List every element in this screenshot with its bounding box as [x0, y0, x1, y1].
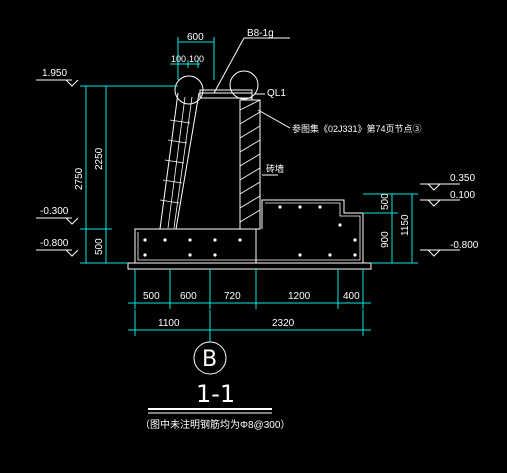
elev-right-bot: -0.800 [450, 240, 479, 251]
dim-top-width: 600 [187, 32, 204, 43]
right-dims: 500 900 1150 [363, 193, 418, 264]
dim-left-outer: 2750 [74, 167, 85, 190]
dim-bottom-1: 500 [143, 291, 160, 302]
left-dims: 2750 2250 500 [74, 85, 178, 264]
dim-bottom-2: 600 [180, 291, 197, 302]
foundation [127, 199, 372, 270]
rebar-dots [143, 205, 357, 257]
dim-right-b: 900 [380, 231, 391, 248]
dim-bottom-4: 1200 [288, 291, 311, 302]
ql-label: QL1 [267, 88, 286, 99]
brick-wall [199, 89, 261, 230]
dim-right-a: 500 [380, 193, 391, 210]
ref-label: B8-1g [247, 28, 274, 39]
bottom-dims-row2: 1100 2320 [128, 310, 371, 336]
elev-left-top: 1.950 [42, 68, 67, 79]
dim-left-base: 500 [94, 238, 105, 255]
right-elevations: 0.350 0.100 -0.800 [420, 173, 479, 257]
footnote: （图中未注明钢筋均为Φ8@300） [140, 418, 290, 431]
inclined-wall [159, 92, 200, 230]
dim-right-c: 1150 [400, 214, 411, 236]
dim-bottom-total-2: 2320 [272, 318, 295, 329]
axis-bubble [193, 341, 227, 375]
elev-right-mid: 0.100 [450, 190, 475, 201]
note-ref: 参图集《02J331》第74页节点③ [292, 123, 422, 134]
right-labels: QL1 参图集《02J331》第74页节点③ 砖墙 [254, 88, 422, 176]
detail-circle-left [174, 75, 204, 105]
dim-bottom-3: 720 [224, 291, 241, 302]
bottom-dims-row1: 500 600 720 1200 400 [128, 269, 371, 309]
elev-left-mid: -0.300 [40, 206, 69, 217]
axis-letter: B [202, 347, 217, 372]
section-title: 1-1 [196, 380, 235, 408]
wall-text: 砖墙 [266, 163, 284, 174]
elev-left-bot: -0.800 [40, 238, 69, 249]
dim-small-a: 100 [171, 54, 186, 64]
dim-small-b: 100 [189, 54, 204, 64]
elev-right-top: 0.350 [450, 173, 475, 184]
dim-bottom-5: 400 [343, 291, 360, 302]
dim-bottom-total-1: 1100 [158, 318, 180, 329]
top-dims: 600 100 100 B8-1g [170, 28, 290, 94]
dim-left-inner: 2250 [94, 147, 105, 170]
left-elevations: 1.950 -0.300 -0.800 [36, 68, 79, 257]
detail-circle-right [229, 70, 259, 100]
